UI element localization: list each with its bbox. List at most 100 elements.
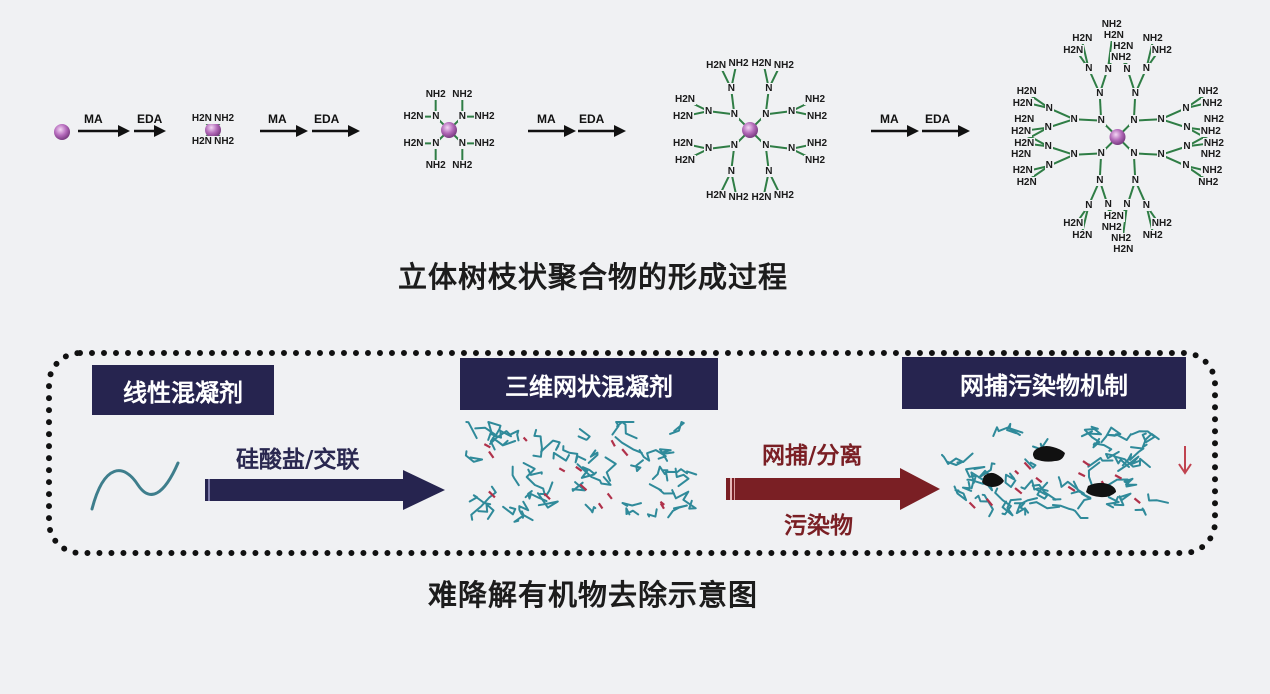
polymer-chain	[974, 494, 989, 503]
ma-label: MA	[84, 112, 103, 126]
nitrogen-label: N	[431, 137, 441, 149]
crosslink	[522, 436, 528, 442]
nitrogen-label: N	[1043, 140, 1053, 152]
amine-label: NH2	[1100, 221, 1123, 233]
nitrogen-label: N	[704, 143, 714, 155]
amine-label: NH2	[1141, 32, 1164, 44]
nitrogen-label: N	[1095, 175, 1105, 186]
panel-title-3d-network: 三维网状混凝剂	[460, 358, 718, 410]
crosslink	[606, 492, 613, 500]
nitrogen-label: N	[1129, 147, 1139, 159]
pollutant-blob	[1033, 446, 1065, 462]
nitrogen-label: N	[457, 137, 468, 149]
nitrogen-label: N	[1156, 149, 1166, 161]
top-caption: 立体树枝状聚合物的形成过程	[398, 260, 789, 294]
eda-label: EDA	[314, 112, 340, 126]
polymer-chains	[464, 421, 698, 523]
polymer-chain	[1015, 497, 1038, 515]
amine-label-left: H2N	[1013, 114, 1036, 126]
polymer-chain	[669, 421, 685, 435]
darkred-arrow-icon	[726, 468, 940, 510]
dendrimer-g0	[54, 124, 70, 140]
amine-label: NH2	[451, 89, 474, 100]
nitrogen-label: N	[1130, 175, 1141, 186]
crosslink	[1133, 497, 1141, 504]
polymer-chain	[1105, 450, 1130, 468]
polymer-chain	[1001, 498, 1022, 517]
3d-network-polymer	[464, 421, 698, 523]
amine-label: NH2	[1150, 44, 1173, 56]
amine-label: NH2	[424, 89, 447, 100]
amine-label: NH2	[1110, 52, 1133, 64]
polymer-chain	[584, 503, 597, 514]
arrow-icon	[312, 125, 360, 137]
amine-label: NH2	[1202, 114, 1225, 126]
nitrogen-label: N	[1096, 147, 1106, 159]
polymer-chain	[651, 465, 669, 481]
amine-label: NH2	[727, 57, 750, 69]
polymer-chain	[961, 480, 973, 492]
polymer-chain	[464, 450, 484, 463]
amine-label: NH2	[804, 94, 827, 106]
polymer-chain	[625, 507, 640, 516]
amine-label: NH2	[1197, 177, 1220, 189]
nitrogen-label: N	[1103, 64, 1113, 76]
bond-layer	[413, 94, 485, 166]
ma-label: MA	[880, 112, 899, 126]
crosslink	[621, 448, 629, 457]
polymer-chain	[562, 445, 587, 464]
amine-label: NH2	[213, 135, 236, 147]
amine-label: NH2	[473, 137, 496, 149]
polymer-chain	[658, 448, 675, 462]
polymer-chain	[539, 481, 554, 496]
amine-label: NH2	[772, 59, 795, 71]
crosslink	[610, 439, 616, 447]
nitrogen-label: N	[1069, 149, 1079, 161]
polymer-chain	[511, 465, 520, 487]
bond-layer	[201, 118, 225, 142]
nitrogen-label: N	[1156, 113, 1166, 125]
polymer-chain	[630, 459, 644, 472]
crosslink	[968, 501, 976, 509]
crosslink	[543, 492, 551, 501]
amine-label-left: H2N	[190, 135, 213, 147]
crosslink	[597, 502, 604, 510]
nitrogen-label: N	[1044, 102, 1054, 114]
nitrogen-label: N	[1182, 122, 1192, 134]
amine-label-left: H2N	[1011, 97, 1034, 109]
nitrogen-label: N	[431, 111, 441, 123]
polymer-chain	[638, 449, 667, 462]
nitrogen-label: N	[1095, 88, 1105, 99]
polymer-chain	[611, 421, 635, 436]
polymer-chain	[1070, 488, 1085, 495]
amine-label-left: H2N	[1112, 244, 1135, 256]
polymer-chain	[1004, 472, 1017, 488]
polymer-chain	[527, 468, 543, 476]
crosslink	[1082, 460, 1091, 467]
core-sphere	[742, 122, 758, 138]
polymer-chain	[491, 437, 517, 447]
amine-label: NH2	[1199, 148, 1222, 160]
pollutant-blob	[1086, 482, 1116, 498]
polymer-chain	[1031, 483, 1062, 501]
polymer-chain	[945, 460, 964, 466]
amine-label-left: H2N	[705, 189, 728, 201]
polymer-chain	[522, 462, 546, 497]
arrow-icon	[578, 125, 626, 137]
amine-label: NH2	[1199, 125, 1222, 137]
polymer-chain	[468, 494, 492, 506]
panel-title-linear: 线性混凝剂	[92, 365, 274, 415]
arrow-icon	[922, 125, 970, 137]
polymer-chain	[571, 481, 586, 492]
polymer-chain	[994, 487, 1012, 516]
polymer-chain	[674, 467, 690, 488]
crosslink	[1067, 485, 1076, 492]
crosslink	[659, 500, 665, 506]
amine-label: NH2	[1150, 218, 1173, 230]
crosslink	[659, 502, 665, 510]
linear-polymer-curve	[90, 461, 180, 511]
amine-label-left: H2N	[1010, 148, 1033, 160]
pollutant-blob	[982, 472, 1004, 487]
amine-label-left: H2N	[672, 137, 695, 149]
